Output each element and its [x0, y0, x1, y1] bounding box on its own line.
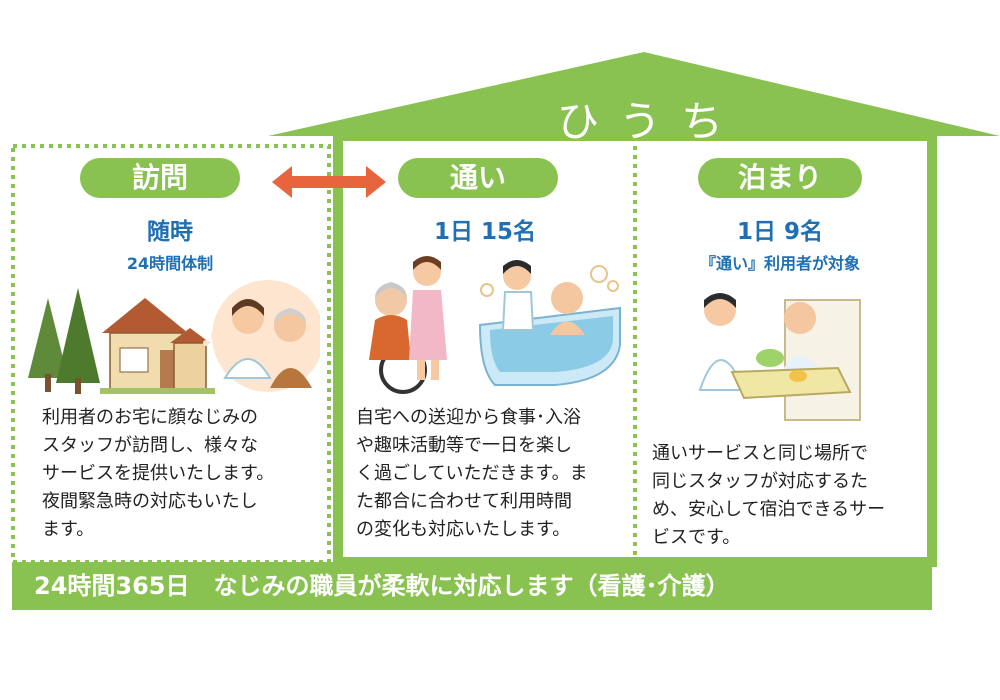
- visit-detail: 24時間体制: [126, 254, 214, 273]
- day-desc-line: の変化も対応いたします。: [356, 519, 571, 540]
- day-desc-line: た都合に合わせて利用時間: [356, 491, 572, 512]
- visit-desc-line: 利用者のお宅に顔なじみの: [42, 407, 258, 428]
- visit-label: 訪問: [80, 158, 240, 198]
- roof: [268, 52, 1000, 136]
- stay-label: 泊まり: [698, 158, 862, 198]
- visit-desc-line: ます。: [42, 519, 95, 540]
- stay-description: 通いサービスと同じ場所で 同じスタッフが対応するた め、安心して宿泊できるサー …: [652, 440, 932, 552]
- visit-dotted-border: [11, 144, 331, 564]
- house-trees-illustration: [28, 280, 320, 394]
- feeding-meal-illustration: [698, 293, 861, 421]
- day-desc-line: や趣味活動等で一日を楽し: [356, 435, 572, 456]
- day-service-label: 通い: [398, 158, 558, 198]
- stay-desc-line: ビスです。: [652, 527, 741, 548]
- stay-detail: 『通い』利用者が対象: [699, 254, 860, 273]
- double-arrow-icon: [272, 166, 386, 198]
- day-service-frequency: 1日 15名: [433, 219, 537, 245]
- day-desc-line: く過ごしていただきます。ま: [356, 463, 588, 484]
- stay-desc-line: め、安心して宿泊できるサー: [652, 499, 886, 520]
- visit-frequency: 随時: [147, 219, 193, 245]
- wheelchair-bath-illustration: [369, 256, 621, 394]
- stay-frequency: 1日 9名: [736, 219, 823, 245]
- day-service-description: 自宅への送迎から食事･入浴 や趣味活動等で一日を楽し く過ごしていただきます。ま…: [356, 404, 636, 544]
- visit-desc-line: サービスを提供いたします。: [42, 463, 275, 484]
- day-desc-line: 自宅への送迎から食事･入浴: [356, 407, 581, 428]
- stay-desc-line: 同じスタッフが対応するた: [652, 471, 868, 492]
- roof-title: ひうち: [556, 97, 743, 146]
- footer-banner: 24時間365日 なじみの職員が柔軟に対応します（看護･介護）: [12, 562, 932, 610]
- visit-description: 利用者のお宅に顔なじみの スタッフが訪問し、様々な サービスを提供いたします。 …: [42, 404, 332, 544]
- visit-desc-line: スタッフが訪問し、様々な: [42, 435, 258, 456]
- visit-desc-line: 夜間緊急時の対応もいたし: [42, 491, 258, 512]
- stay-desc-line: 通いサービスと同じ場所で: [652, 443, 868, 464]
